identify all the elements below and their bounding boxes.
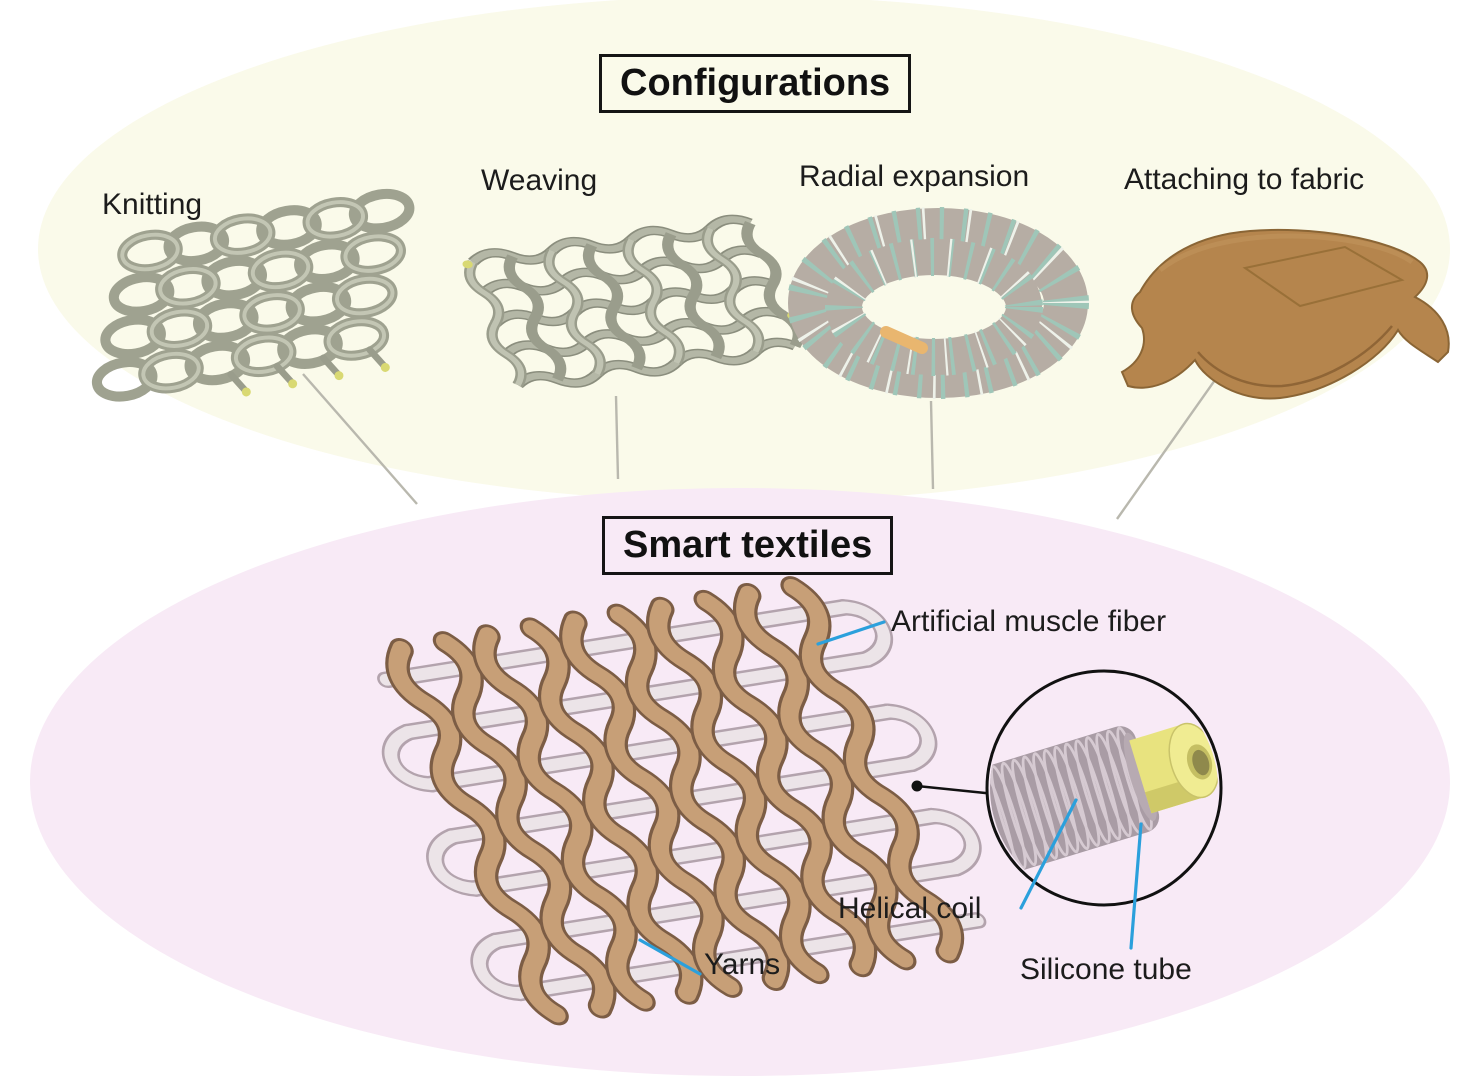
smart-textile-illustration xyxy=(348,577,987,1023)
label-weaving: Weaving xyxy=(481,164,598,197)
configurations-title: Configurations xyxy=(599,54,912,113)
silicone-tube-bore xyxy=(1192,749,1210,776)
label-attaching-to-fabric: Attaching to fabric xyxy=(1124,163,1365,196)
label-artificial-muscle-fiber: Artificial muscle fiber xyxy=(891,605,1167,638)
inset-connector xyxy=(911,780,996,796)
knit-tail-tips xyxy=(241,362,390,397)
label-helical-coil: Helical coil xyxy=(838,892,982,925)
knit-tails xyxy=(227,346,388,394)
weaving-illustration xyxy=(460,215,810,393)
helical-coil-inset-illustration xyxy=(990,722,1218,877)
coil-yellow-tip xyxy=(880,326,928,354)
weave-end-tip xyxy=(462,260,473,269)
fabric-crease xyxy=(1242,245,1405,308)
knitting-illustration xyxy=(73,190,437,422)
attaching-to-fabric-illustration xyxy=(1120,228,1450,400)
label-knitting: Knitting xyxy=(102,188,203,221)
callout-leader-lines xyxy=(638,620,1143,976)
label-silicone-tube: Silicone tube xyxy=(1020,953,1192,986)
smart-textiles-title: Smart textiles xyxy=(602,516,894,575)
radial-expansion-illustration xyxy=(787,207,1089,399)
label-radial-expansion: Radial expansion xyxy=(799,160,1030,193)
label-yarns: Yarns xyxy=(704,948,781,981)
section-connector-lines xyxy=(302,362,1228,520)
